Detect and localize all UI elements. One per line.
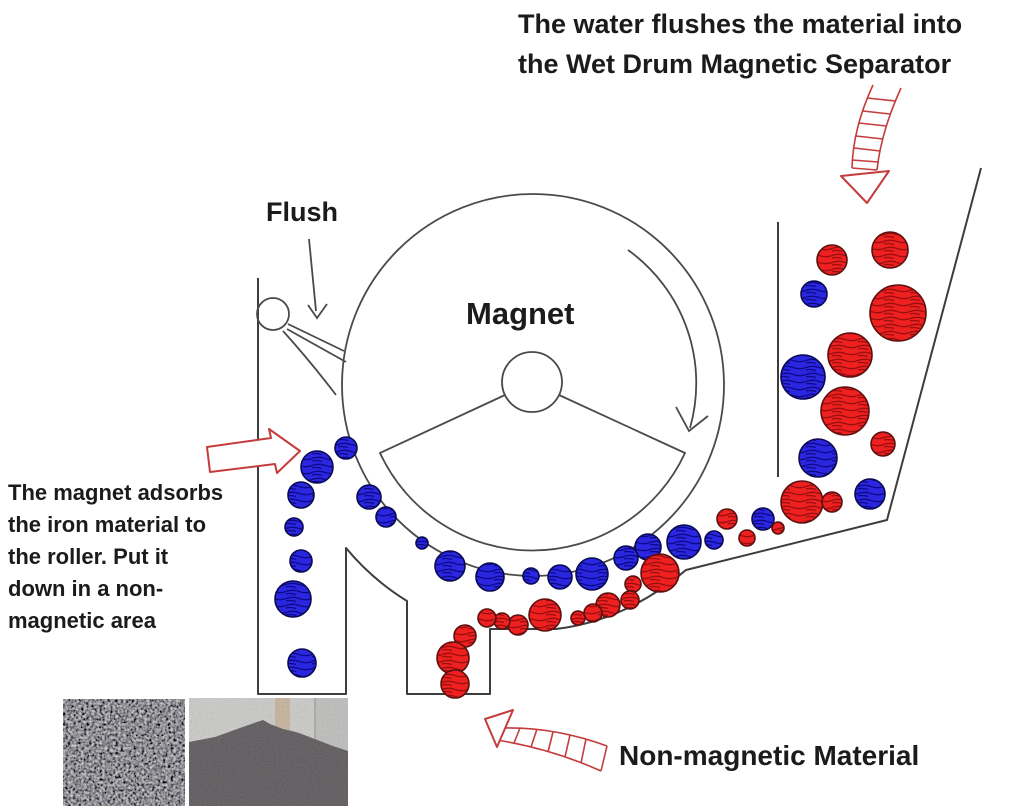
blue-particle xyxy=(300,450,334,484)
pile-photo xyxy=(189,698,348,806)
red-particle xyxy=(507,614,529,636)
red-particle xyxy=(440,669,470,699)
left-note: The magnet adsorbs the iron material to … xyxy=(8,480,224,633)
red-particle xyxy=(871,231,909,269)
red-particle xyxy=(869,284,927,342)
red-particle xyxy=(620,590,640,610)
red-particle xyxy=(870,431,896,457)
magnet-pointer-arrow-icon xyxy=(206,428,301,474)
red-particle xyxy=(771,521,785,535)
blue-particle xyxy=(704,530,724,550)
blue-particle xyxy=(287,648,317,678)
nonmagnetic-label: Non-magnetic Material xyxy=(619,740,920,771)
nonmagnetic-arrow-icon xyxy=(484,709,608,772)
drum-hub xyxy=(501,351,563,413)
blue-particle xyxy=(415,536,429,550)
blue-particle xyxy=(434,550,466,582)
red-particle xyxy=(436,641,470,675)
drum-sector xyxy=(378,394,687,552)
blue-particle xyxy=(356,484,382,510)
blue-particle xyxy=(798,438,838,478)
red-particle xyxy=(570,610,586,626)
blue-particle xyxy=(547,564,573,590)
water-spray xyxy=(282,323,347,396)
magnet-label: Magnet xyxy=(466,296,575,331)
blue-particle xyxy=(751,507,775,531)
blue-particle xyxy=(274,580,312,618)
blue-particle xyxy=(475,562,505,592)
red-particle xyxy=(816,244,848,276)
blue-particle xyxy=(289,549,313,573)
blue-particle xyxy=(375,506,397,528)
blue-particle xyxy=(666,524,702,560)
rotation-arrow-icon xyxy=(627,249,709,433)
red-particle xyxy=(583,603,603,623)
blue-particle xyxy=(800,280,828,308)
blue-particle xyxy=(284,517,304,537)
blue-particle xyxy=(854,478,886,510)
flush-nozzle xyxy=(256,297,290,331)
blue-particle xyxy=(575,557,609,591)
scrap-photo xyxy=(63,699,185,806)
red-particle xyxy=(716,508,738,530)
red-particle xyxy=(780,480,824,524)
blue-particle xyxy=(522,567,540,585)
drum-circle xyxy=(341,193,725,577)
blue-particle xyxy=(780,354,826,400)
top-note: The water flushes the material into the … xyxy=(518,9,963,79)
blue-particle xyxy=(613,545,639,571)
red-particle xyxy=(640,553,680,593)
red-particle xyxy=(820,386,870,436)
red-particle xyxy=(738,529,756,547)
red-particle xyxy=(624,575,642,593)
blue-particle xyxy=(334,436,358,460)
blue-particle xyxy=(287,481,315,509)
flush-pointer-arrow-icon xyxy=(307,238,328,320)
particles-layer xyxy=(274,231,927,699)
red-particle xyxy=(477,608,497,628)
flush-label: Flush xyxy=(266,197,338,227)
red-particle xyxy=(827,332,873,378)
red-particle xyxy=(528,598,562,632)
red-particle xyxy=(821,491,843,513)
water-inflow-arrow-icon xyxy=(840,84,902,204)
